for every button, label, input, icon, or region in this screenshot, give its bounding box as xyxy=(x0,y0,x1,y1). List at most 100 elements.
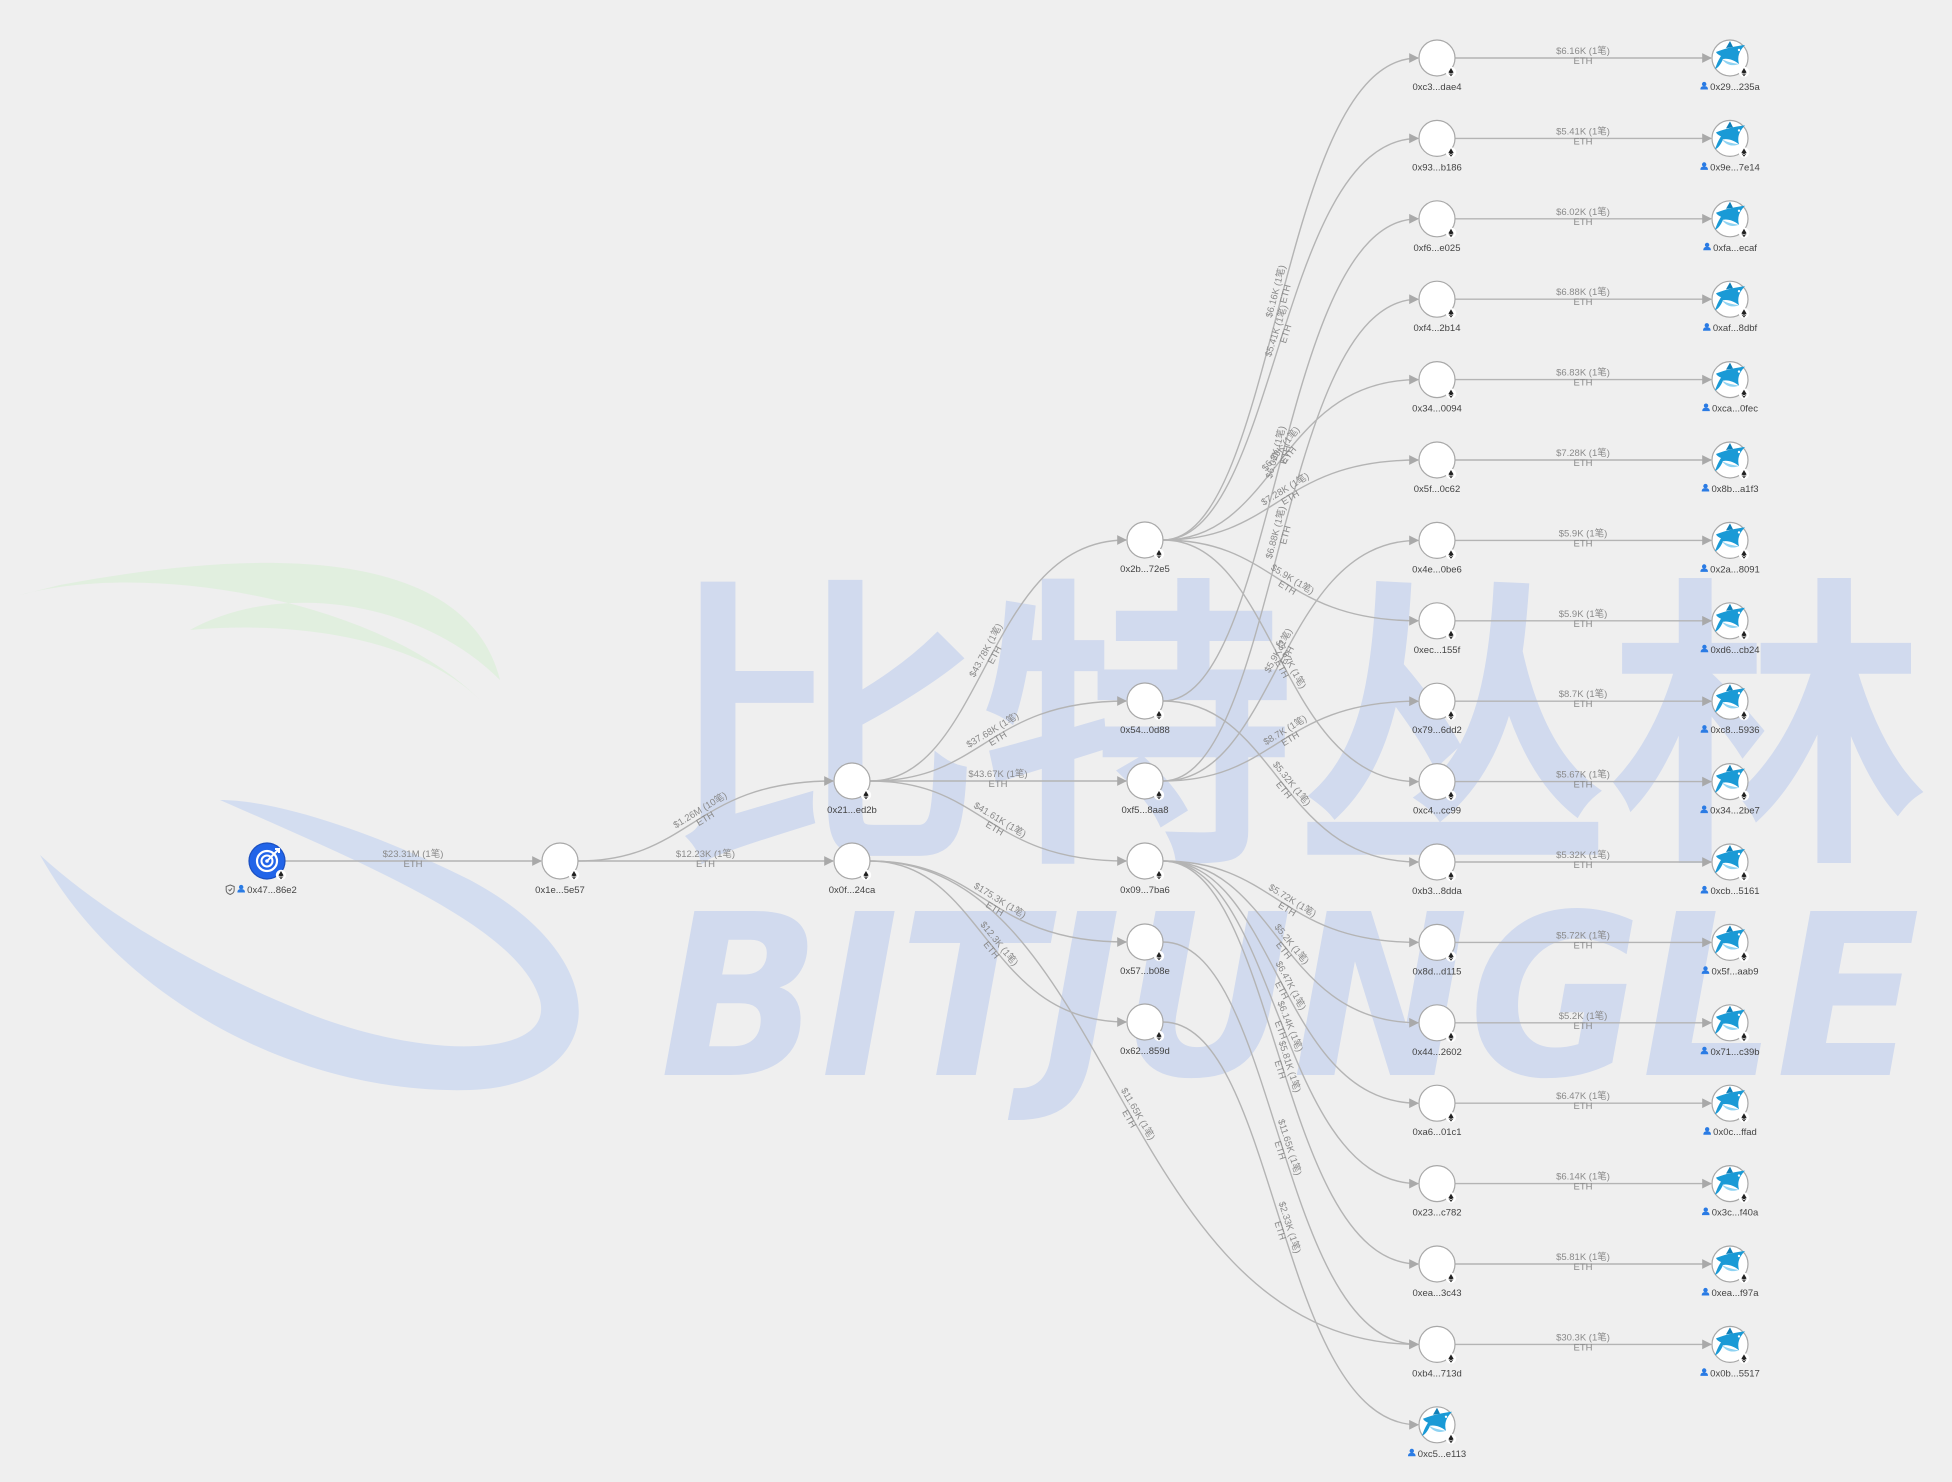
address-node-circle[interactable] xyxy=(833,842,871,880)
node-c7[interactable]: 0xec...155f xyxy=(1414,602,1461,656)
address-node-circle[interactable] xyxy=(1418,280,1456,318)
node-address-label[interactable]: 0x4e...0be6 xyxy=(1412,564,1462,575)
node-address-label[interactable]: 0x8d...d115 xyxy=(1413,966,1462,977)
node-address-label[interactable]: 0xf5...8aa8 xyxy=(1121,805,1168,816)
edge-n21-n54[interactable] xyxy=(869,696,1127,782)
node-address-label[interactable]: 0x34...2be7 xyxy=(1710,806,1760,817)
node-c12[interactable]: 0x44...2602 xyxy=(1412,1004,1462,1058)
node-address-label[interactable]: 0x54...0d88 xyxy=(1120,725,1170,736)
node-address-label[interactable]: 0x5f...0c62 xyxy=(1414,484,1460,495)
node-address-label[interactable]: 0x0b...5517 xyxy=(1710,1368,1760,1379)
node-d1[interactable]: 0x9e...7e14 xyxy=(1700,119,1760,173)
node-address-label[interactable]: 0x47...86e2 xyxy=(247,885,297,896)
address-node-circle[interactable] xyxy=(1126,1003,1164,1041)
node-c14[interactable]: 0x23...c782 xyxy=(1412,1164,1462,1219)
node-address-label[interactable]: 0x3c...f40a xyxy=(1712,1208,1759,1219)
node-address-label[interactable]: 0xc3...dae4 xyxy=(1412,82,1461,93)
node-c11[interactable]: 0x8d...d115 xyxy=(1413,923,1462,977)
edge-n2b-c0[interactable] xyxy=(1162,53,1419,541)
address-node-circle[interactable] xyxy=(1418,119,1456,157)
node-n2b[interactable]: 0x2b...72e5 xyxy=(1120,521,1170,575)
node-c8[interactable]: 0x79...6dd2 xyxy=(1412,682,1462,736)
node-c1[interactable]: 0x93...b186 xyxy=(1412,119,1462,173)
node-c6[interactable]: 0x4e...0be6 xyxy=(1412,521,1462,575)
address-node-circle[interactable] xyxy=(1418,1004,1456,1042)
node-d11[interactable]: 0x5f...aab9 xyxy=(1701,923,1759,977)
edge-n2b-c1[interactable] xyxy=(1162,133,1419,541)
address-node-circle[interactable] xyxy=(1418,602,1456,640)
node-src[interactable]: 0x47...86e2 xyxy=(225,842,297,896)
node-d5[interactable]: 0x8b...a1f3 xyxy=(1701,441,1759,495)
address-node-circle[interactable] xyxy=(1126,923,1164,961)
node-d4[interactable]: 0xca...0fec xyxy=(1702,361,1758,415)
node-address-label[interactable]: 0x0f...24ca xyxy=(829,885,876,896)
node-address-label[interactable]: 0x0c...ffad xyxy=(1713,1127,1757,1138)
node-d3[interactable]: 0xaf...8dbf xyxy=(1703,280,1758,334)
address-node-circle[interactable] xyxy=(833,762,871,800)
edge-n09-c14[interactable] xyxy=(1162,860,1419,1189)
node-address-label[interactable]: 0x23...c782 xyxy=(1412,1208,1461,1219)
address-node-circle[interactable] xyxy=(1126,521,1164,559)
node-address-label[interactable]: 0x71...c39b xyxy=(1710,1047,1759,1058)
address-node-circle[interactable] xyxy=(541,842,579,880)
edge-n2b-c5[interactable] xyxy=(1162,455,1419,541)
node-address-label[interactable]: 0x2a...8091 xyxy=(1710,564,1760,575)
node-address-label[interactable]: 0x8b...a1f3 xyxy=(1711,484,1758,495)
address-node-circle[interactable] xyxy=(1418,521,1456,560)
node-c15[interactable]: 0xea...3c43 xyxy=(1412,1245,1462,1299)
node-address-label[interactable]: 0xea...f97a xyxy=(1711,1288,1759,1299)
node-address-label[interactable]: 0xaf...8dbf xyxy=(1713,323,1758,334)
address-node-circle[interactable] xyxy=(1126,682,1164,720)
address-node-circle[interactable] xyxy=(1126,842,1164,880)
address-node-circle[interactable] xyxy=(1418,1164,1456,1203)
node-c2[interactable]: 0xf6...e025 xyxy=(1413,200,1461,254)
edge-n57-c16[interactable] xyxy=(1162,941,1419,1350)
node-d6[interactable]: 0x2a...8091 xyxy=(1700,521,1760,575)
node-address-label[interactable]: 0x93...b186 xyxy=(1412,162,1462,173)
edge-n1e-n21[interactable] xyxy=(577,776,834,862)
node-address-label[interactable]: 0xc8...5936 xyxy=(1710,725,1759,736)
edge-n0f-n62[interactable] xyxy=(869,860,1127,1027)
address-node-circle[interactable] xyxy=(1418,682,1456,720)
address-node-circle[interactable] xyxy=(1418,200,1456,238)
edge-nf5-c3[interactable] xyxy=(1162,294,1419,782)
node-nf5[interactable]: 0xf5...8aa8 xyxy=(1121,762,1169,816)
node-c0[interactable]: 0xc3...dae4 xyxy=(1412,39,1462,93)
node-d8[interactable]: 0xc8...5936 xyxy=(1700,682,1760,736)
node-address-label[interactable]: 0xca...0fec xyxy=(1712,404,1758,415)
node-d9[interactable]: 0x34...2be7 xyxy=(1700,762,1760,817)
node-address-label[interactable]: 0xb3...8dda xyxy=(1412,886,1462,897)
edge-n54-c2[interactable] xyxy=(1162,213,1419,702)
node-address-label[interactable]: 0xcb...5161 xyxy=(1710,886,1759,897)
node-d12[interactable]: 0x71...c39b xyxy=(1700,1004,1760,1058)
address-node-circle[interactable] xyxy=(1418,39,1456,77)
node-address-label[interactable]: 0xd6...cb24 xyxy=(1710,645,1759,656)
address-node-circle[interactable] xyxy=(1418,1245,1456,1283)
address-node-circle[interactable] xyxy=(1418,441,1456,479)
node-address-label[interactable]: 0x34...0094 xyxy=(1412,404,1462,415)
node-address-label[interactable]: 0x21...ed2b xyxy=(827,805,877,816)
node-address-label[interactable]: 0x57...b08e xyxy=(1120,966,1170,977)
node-address-label[interactable]: 0xfa...ecaf xyxy=(1713,243,1757,254)
address-node-circle[interactable] xyxy=(1418,923,1456,962)
node-address-label[interactable]: 0xea...3c43 xyxy=(1412,1288,1461,1299)
edge-n09-c13[interactable] xyxy=(1162,860,1419,1109)
node-address-label[interactable]: 0x1e...5e57 xyxy=(535,885,585,896)
address-node-circle[interactable] xyxy=(1418,1084,1456,1122)
edge-nf5-c6[interactable] xyxy=(1162,535,1419,782)
node-address-label[interactable]: 0x5f...aab9 xyxy=(1711,966,1758,977)
node-address-label[interactable]: 0x62...859d xyxy=(1120,1046,1170,1057)
node-c17[interactable]: 0xc5...e113 xyxy=(1407,1406,1466,1460)
node-address-label[interactable]: 0x44...2602 xyxy=(1412,1047,1462,1058)
address-node-circle[interactable] xyxy=(1418,762,1456,801)
node-d14[interactable]: 0x3c...f40a xyxy=(1701,1164,1759,1219)
node-address-label[interactable]: 0xc4...cc99 xyxy=(1413,806,1461,817)
edge-n0f-c16[interactable] xyxy=(869,860,1419,1350)
node-address-label[interactable]: 0x79...6dd2 xyxy=(1412,725,1462,736)
node-c9[interactable]: 0xc4...cc99 xyxy=(1413,762,1461,817)
node-d15[interactable]: 0xea...f97a xyxy=(1701,1245,1760,1299)
node-n62[interactable]: 0x62...859d xyxy=(1120,1003,1170,1057)
node-d2[interactable]: 0xfa...ecaf xyxy=(1703,200,1757,254)
node-c10[interactable]: 0xb3...8dda xyxy=(1412,843,1463,897)
